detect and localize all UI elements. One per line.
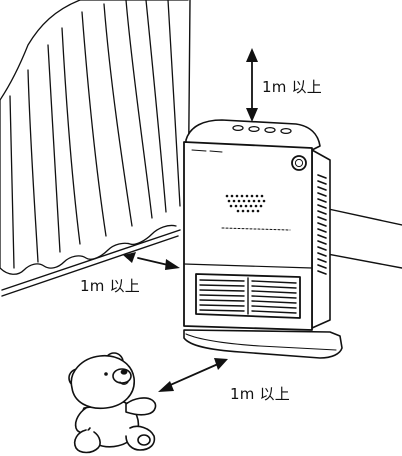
- top-clearance-label: 1m 以上: [262, 76, 322, 97]
- side-clearance-label: 1m 以上: [80, 275, 140, 296]
- heater-grille: [196, 274, 300, 318]
- heater-base: [184, 330, 342, 358]
- bear-left-foot: [75, 430, 100, 453]
- front-clearance-arrow: [158, 358, 228, 392]
- bear-eye: [104, 372, 108, 376]
- bear-right-arm: [126, 398, 155, 415]
- heater-icon: [184, 120, 342, 358]
- curtain-icon: [0, 0, 188, 274]
- teddy-bear-icon: [69, 353, 155, 453]
- side-clearance-arrow: [123, 252, 180, 270]
- top-clearance-arrow: [246, 48, 258, 122]
- front-clearance-label: 1m 以上: [230, 383, 290, 404]
